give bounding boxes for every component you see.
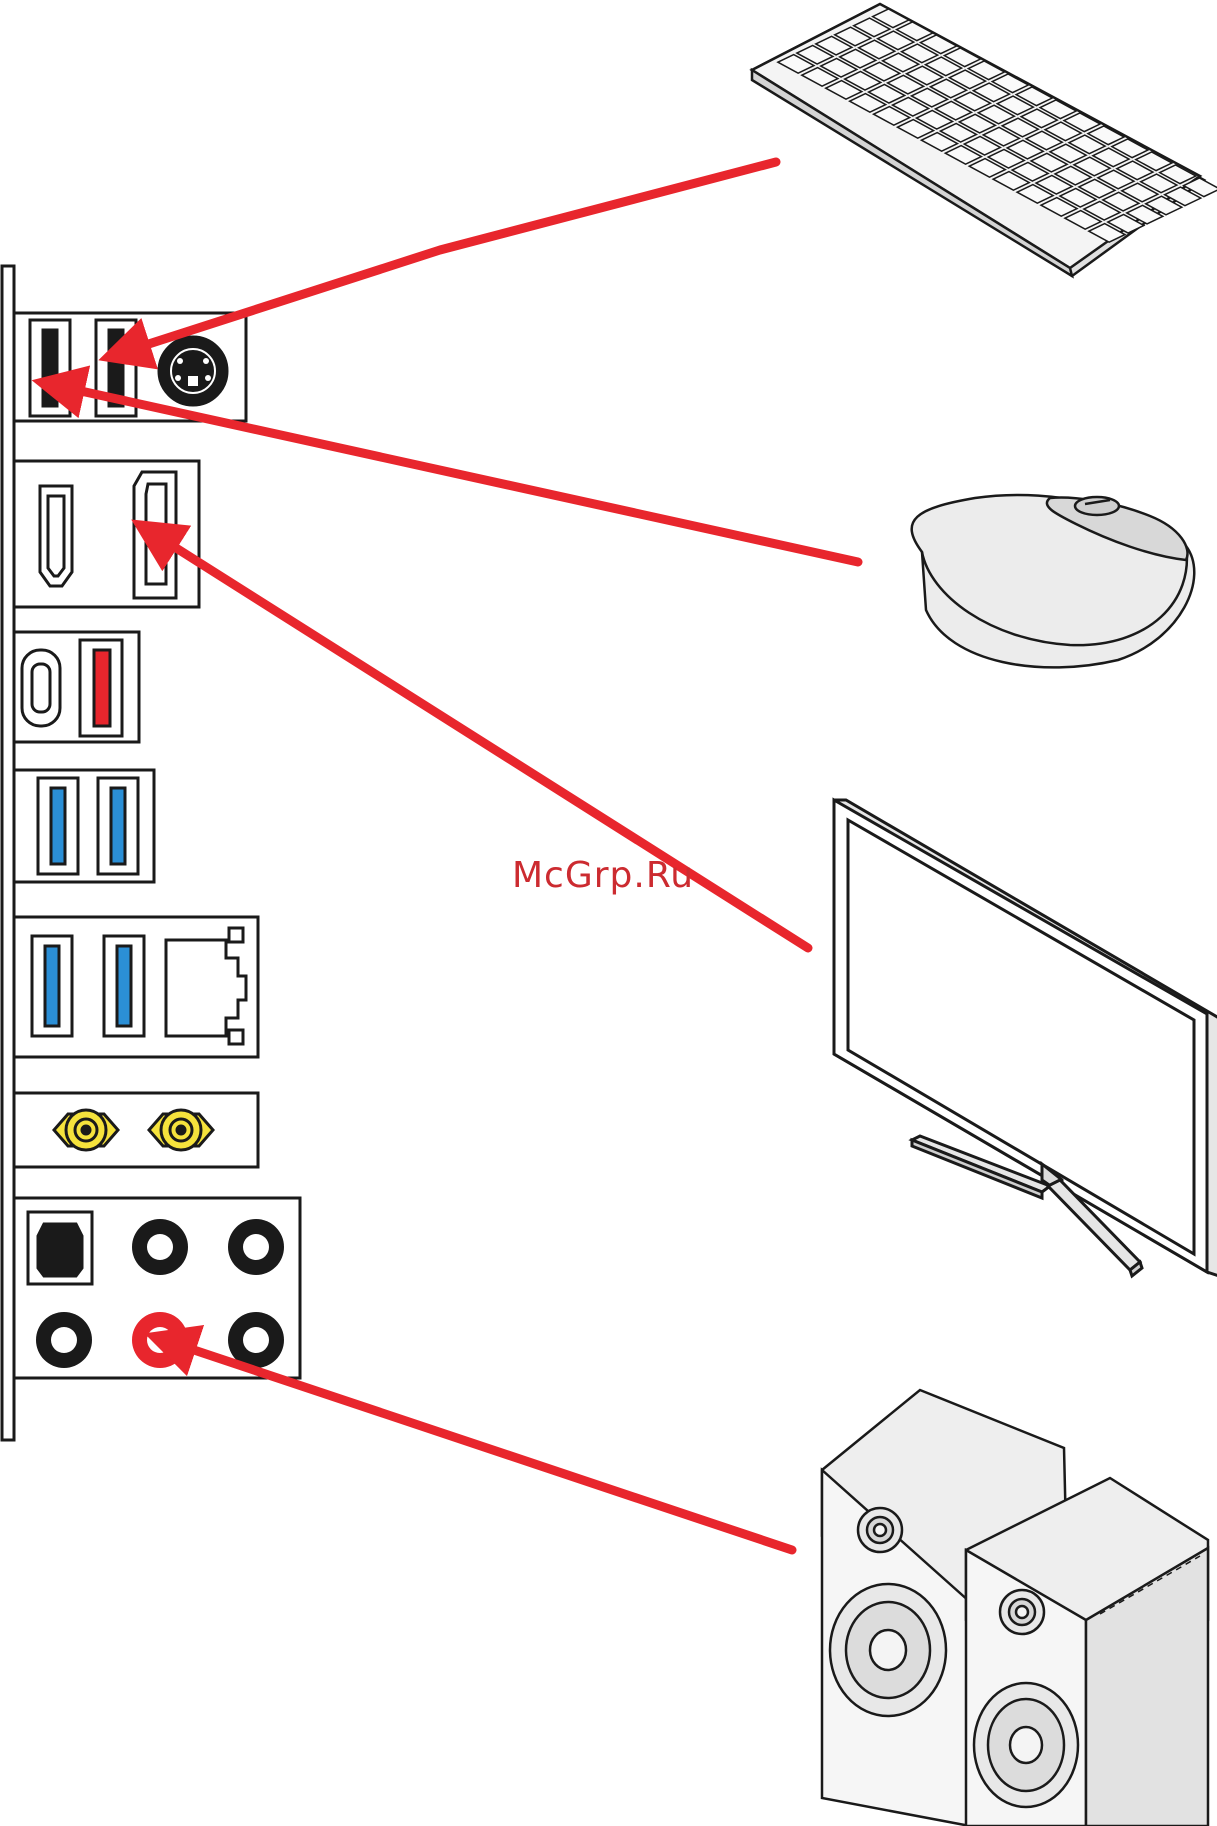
usb-red-port <box>80 640 122 736</box>
port-group-wifi <box>14 1093 258 1167</box>
io-shield-edge <box>2 266 14 1440</box>
keyboard-icon <box>752 4 1217 276</box>
arrow-monitor-to-displayport <box>154 534 808 948</box>
usb-type-c-port <box>22 650 60 726</box>
rear-io-panel <box>2 266 300 1440</box>
usb-3-port <box>98 778 138 874</box>
monitor-icon <box>834 800 1217 1276</box>
mouse-icon <box>912 495 1195 667</box>
usb-3-port <box>32 936 72 1036</box>
ps2-port <box>159 337 227 405</box>
arrow-speakers-to-audio-out <box>170 1342 792 1550</box>
watermark-text: McGrp.Ru <box>512 855 694 896</box>
speakers-icon <box>822 1390 1208 1826</box>
arrow-keyboard-to-usb <box>124 162 776 352</box>
usb-3-port <box>38 778 78 874</box>
usb-2-port-left <box>30 320 70 416</box>
usb-3-port <box>104 936 144 1036</box>
optical-spdif-port <box>28 1212 92 1284</box>
hdmi-port <box>40 486 72 586</box>
